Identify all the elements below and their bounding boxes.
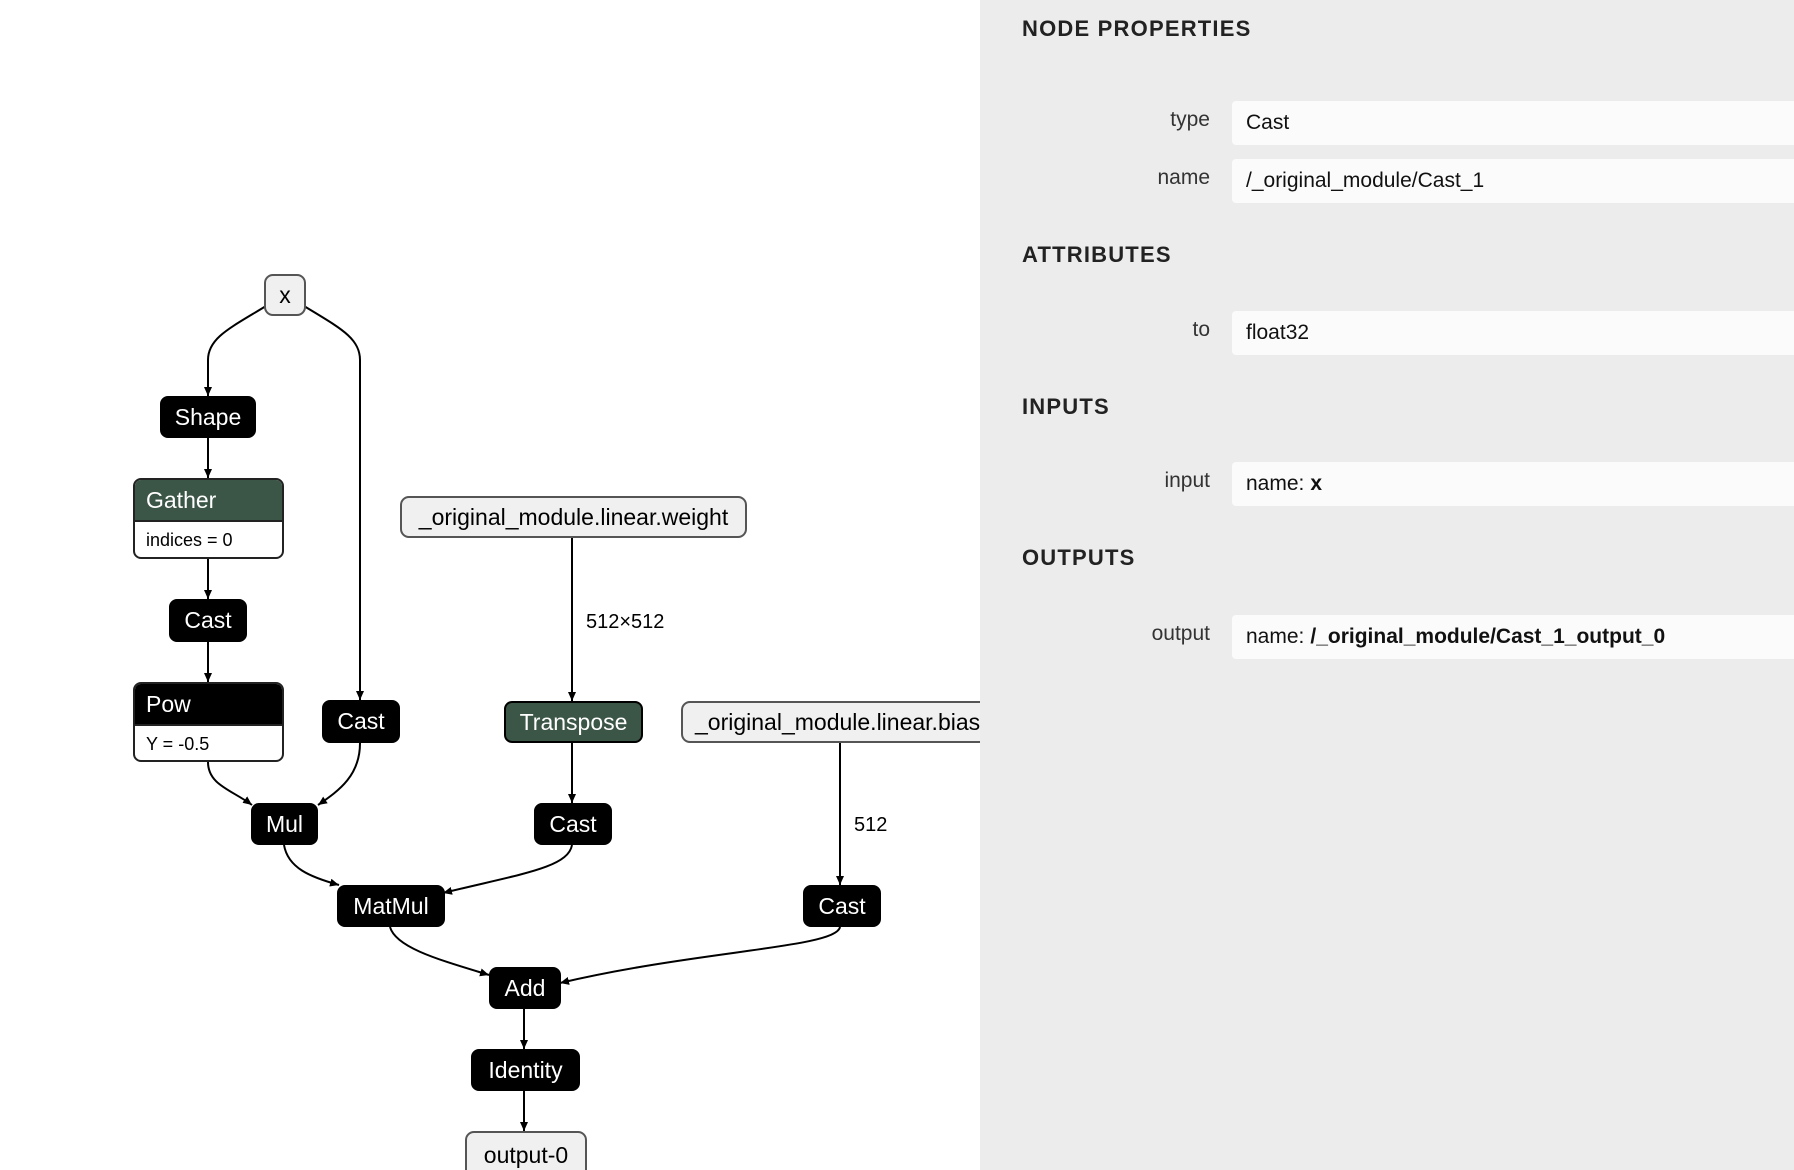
edge-cast-mul (317, 742, 361, 806)
input-prefix: name: (1246, 472, 1305, 495)
node-label: Cast (818, 892, 866, 919)
output-label: output (1151, 622, 1210, 645)
to-value[interactable]: float32 (1232, 311, 1794, 355)
attributes-section-title: ATTRIBUTES (1022, 242, 1172, 267)
edge-mul-matmul (283, 844, 340, 887)
output-value[interactable]: name: /_original_module/Cast_1_output_0 (1232, 615, 1794, 659)
graph-node-cast-selected[interactable]: Cast (322, 700, 400, 743)
panel-title: NODE PROPERTIES (1022, 16, 1252, 41)
node-label: Gather (146, 486, 217, 513)
output-prefix: name: (1246, 625, 1305, 648)
node-header: Pow (135, 684, 282, 724)
type-label: type (1170, 108, 1210, 131)
graph-node-pow[interactable]: Pow Y = -0.5 (133, 682, 284, 762)
graph-node-bias[interactable]: _original_module.linear.bias (681, 701, 980, 743)
graph-node-transpose[interactable]: Transpose (504, 701, 643, 743)
graph-node-identity[interactable]: Identity (471, 1049, 580, 1091)
node-label: Cast (184, 607, 232, 633)
type-value[interactable]: Cast (1232, 101, 1794, 145)
edge-pow-mul (207, 761, 253, 806)
outputs-section-title: OUTPUTS (1022, 545, 1136, 570)
node-header: Gather (135, 480, 282, 520)
input-name: x (1310, 472, 1323, 495)
graph-node-cast[interactable]: Cast (803, 885, 881, 927)
graph-edges (204, 305, 844, 1131)
edge-matmul-add (389, 926, 490, 977)
node-label: Mul (265, 810, 304, 837)
graph-node-input-x[interactable]: x (264, 274, 306, 316)
graph-node-output[interactable]: output-0 (465, 1131, 587, 1170)
node-label: Shape (174, 403, 242, 430)
inputs-section-title: INPUTS (1022, 394, 1110, 419)
node-attribute: Y = -0.5 (135, 724, 282, 760)
node-label: Transpose (519, 708, 628, 735)
input-label: input (1164, 469, 1210, 492)
name-value[interactable]: /_original_module/Cast_1 (1232, 159, 1794, 203)
name-label: name (1157, 166, 1210, 189)
to-value-text: float32 (1246, 321, 1310, 344)
node-attribute-text: indices = 0 (146, 530, 233, 550)
name-value-text: /_original_module/Cast_1 (1246, 169, 1485, 192)
graph-node-weight[interactable]: _original_module.linear.weight (400, 496, 747, 538)
node-label: MatMul (353, 892, 429, 919)
edge-cast-matmul (442, 844, 573, 895)
graph-node-cast[interactable]: Cast (169, 599, 247, 642)
node-label: Add (504, 974, 546, 1001)
type-value-text: Cast (1246, 111, 1290, 134)
node-label: Pow (146, 690, 191, 717)
edge-x-cast (303, 305, 364, 700)
graph-node-shape[interactable]: Shape (160, 396, 256, 438)
node-label: _original_module.linear.weight (418, 503, 729, 530)
input-value[interactable]: name: x (1232, 462, 1794, 506)
node-label: _original_module.linear.bias (695, 708, 980, 735)
node-label: Cast (337, 708, 385, 734)
output-name: /_original_module/Cast_1_output_0 (1310, 625, 1666, 648)
node-attribute: indices = 0 (135, 520, 282, 557)
graph-canvas[interactable]: x Shape Gather indices = 0 Cast Pow Y = … (0, 0, 980, 1170)
node-label: Cast (549, 810, 597, 837)
node-label: output-0 (483, 1142, 569, 1168)
node-label: Identity (488, 1056, 563, 1083)
node-label: x (279, 281, 291, 308)
to-label: to (1192, 318, 1210, 341)
edge-x-shape (204, 305, 267, 396)
edge-label-weight-shape: 512×512 (586, 611, 665, 633)
graph-node-cast[interactable]: Cast (534, 803, 612, 845)
graph-node-matmul[interactable]: MatMul (337, 885, 445, 927)
edge-cast-add (559, 926, 841, 985)
graph-node-mul[interactable]: Mul (251, 803, 318, 845)
node-attribute-text: Y = -0.5 (146, 734, 210, 754)
node-properties-panel: NODE PROPERTIES type Cast name /_origina… (980, 0, 1794, 1170)
graph-node-add[interactable]: Add (489, 967, 561, 1009)
edge-label-bias-shape: 512 (854, 814, 888, 836)
graph-node-gather[interactable]: Gather indices = 0 (133, 478, 284, 559)
